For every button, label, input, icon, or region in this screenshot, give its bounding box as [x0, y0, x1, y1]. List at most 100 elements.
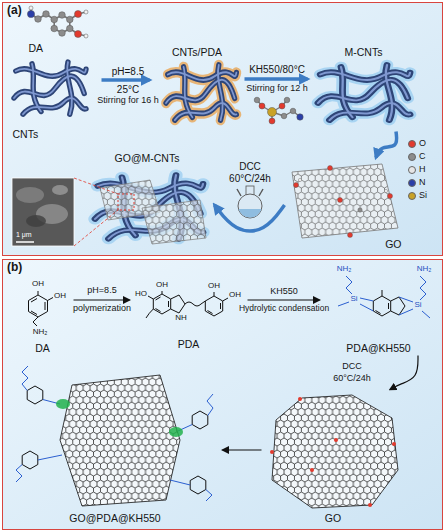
- reaction-arrow: [248, 299, 320, 300]
- kh550-molecule: [269, 118, 275, 124]
- stage-label-box: DA: [26, 6, 100, 56]
- pda-kh550-structure: [338, 276, 430, 318]
- dopamine-molecule: [43, 11, 50, 18]
- graphene-oxide-structure: [270, 450, 274, 454]
- atom-label: NH₂: [337, 265, 352, 274]
- polydopamine-structure: [146, 291, 228, 318]
- graphene-oxide-sheet: [292, 164, 398, 238]
- stage-label: GO@M-CNTs: [115, 152, 180, 164]
- polydopamine-structure: [185, 301, 205, 306]
- tem-inset: [12, 178, 118, 246]
- condition-label: DCC: [342, 362, 362, 372]
- polydopamine-structure: [148, 296, 153, 299]
- legend-swatch: [408, 179, 416, 187]
- graphene-oxide-sheet: [294, 166, 393, 238]
- pda-kh550-structure: [382, 290, 383, 296]
- modified-cnt-bundle: [318, 65, 410, 120]
- composite-structure: [192, 411, 208, 429]
- stage-label-box: GO@PDA@KH550: [8, 362, 223, 526]
- stage-label: DA: [35, 342, 50, 354]
- node-text-holder: GO: [262, 512, 405, 524]
- panel: (b)DAPDAPDA@KH550GOGO@PDA@KH550: [2, 259, 443, 530]
- condition-label: KH550/80°C: [249, 64, 305, 75]
- kh550-molecule: [290, 108, 296, 114]
- kh550-molecule: [281, 113, 287, 119]
- dopamine-molecule: [51, 16, 58, 23]
- dopamine-molecule: [75, 31, 82, 38]
- reaction-flask: [259, 189, 263, 196]
- stage-label: M-CNTs: [345, 46, 383, 58]
- node-text-holder: GO@M-CNTs: [80, 152, 215, 164]
- pda-kh550-structure: [420, 276, 426, 300]
- legend-text: Si: [419, 190, 427, 201]
- graphene-oxide-sheet: [328, 166, 333, 171]
- cnt-bundle: [14, 62, 86, 114]
- composite-structure: [16, 465, 22, 483]
- condition-label: Hydrolytic condensation: [239, 304, 329, 313]
- kh550-molecule: [257, 100, 300, 121]
- graphene-oxide-sheet: [388, 194, 393, 199]
- condition-label: 60°C/24h: [229, 173, 271, 184]
- modified-cnt-bundle: [318, 65, 410, 120]
- composite-structure: [22, 451, 38, 469]
- legend-swatch: [408, 153, 416, 161]
- pda-kh550-structure: [360, 298, 373, 301]
- reaction-arrow: [215, 205, 285, 231]
- polydopamine-structure: [208, 303, 221, 314]
- condition-label: pH=8.5: [112, 66, 145, 77]
- reaction-flask: [238, 194, 262, 218]
- pda-kh550-structure: [391, 297, 405, 315]
- pda-kh550-structure: [360, 304, 373, 311]
- tem-inset: [26, 215, 46, 227]
- tem-inset: [16, 241, 34, 243]
- composite-structure: [16, 366, 213, 501]
- graphene-oxide-structure: [392, 442, 396, 446]
- polydopamine-structure: [162, 291, 163, 294]
- graphene-oxide-structure: [272, 395, 398, 508]
- pda-kh550-structure: [373, 296, 390, 316]
- graphene-oxide-sheet: [384, 189, 387, 192]
- polydopamine-structure: [223, 298, 228, 301]
- condition-label: 60°C/24h: [333, 374, 371, 384]
- composite-structure: [207, 394, 213, 416]
- kh550-molecule: [279, 103, 285, 109]
- condition-label: Stirring for 16 h: [97, 96, 159, 106]
- scale-bar-label: 1 μm: [16, 231, 32, 239]
- node-text-holder: GO: [385, 238, 401, 250]
- node-text-holder: DA: [29, 42, 44, 54]
- graphene-oxide-sheet: [338, 198, 343, 203]
- composite-structure: [60, 375, 180, 506]
- pda-coated-cnt-bundle: [166, 65, 236, 120]
- dopamine-structure: [29, 291, 54, 326]
- graphene-oxide-sheet: [348, 233, 353, 238]
- stage-label: CNTs/PDA: [172, 46, 222, 58]
- dopamine-molecule: [67, 25, 74, 32]
- legend-text: O: [419, 138, 426, 149]
- composite-structure: [27, 386, 43, 404]
- atom-label: OH: [208, 282, 220, 291]
- pda-coated-cnt-bundle: [166, 65, 236, 120]
- composite-structure: [16, 366, 213, 506]
- atom-label: HO: [135, 290, 147, 299]
- kh550-molecule: [254, 97, 260, 103]
- polydopamine-structure: [171, 295, 185, 313]
- polydopamine-structure: [205, 296, 222, 316]
- dopamine-structure: [33, 317, 38, 326]
- panel-ground: [2, 259, 443, 530]
- graphene-oxide-structure: [272, 395, 398, 508]
- legend-text: N: [419, 177, 426, 188]
- dopamine-molecule: [84, 10, 88, 14]
- graphene-oxide-sheet: [292, 164, 398, 238]
- legend-text: H: [419, 164, 426, 175]
- kh550-molecule: [284, 97, 290, 103]
- graphene-oxide-structure: [270, 397, 396, 507]
- condition-label: KH550: [270, 287, 298, 297]
- legend-swatch: [408, 166, 416, 174]
- tem-inset: [12, 178, 74, 246]
- condition-label: polymerization: [73, 304, 131, 314]
- reaction-arrow: [376, 132, 397, 158]
- atom-label: OH: [156, 281, 168, 290]
- stage-label-box: CNTs: [10, 58, 102, 142]
- tem-inset: [16, 187, 44, 203]
- atom-label: NH: [175, 314, 187, 323]
